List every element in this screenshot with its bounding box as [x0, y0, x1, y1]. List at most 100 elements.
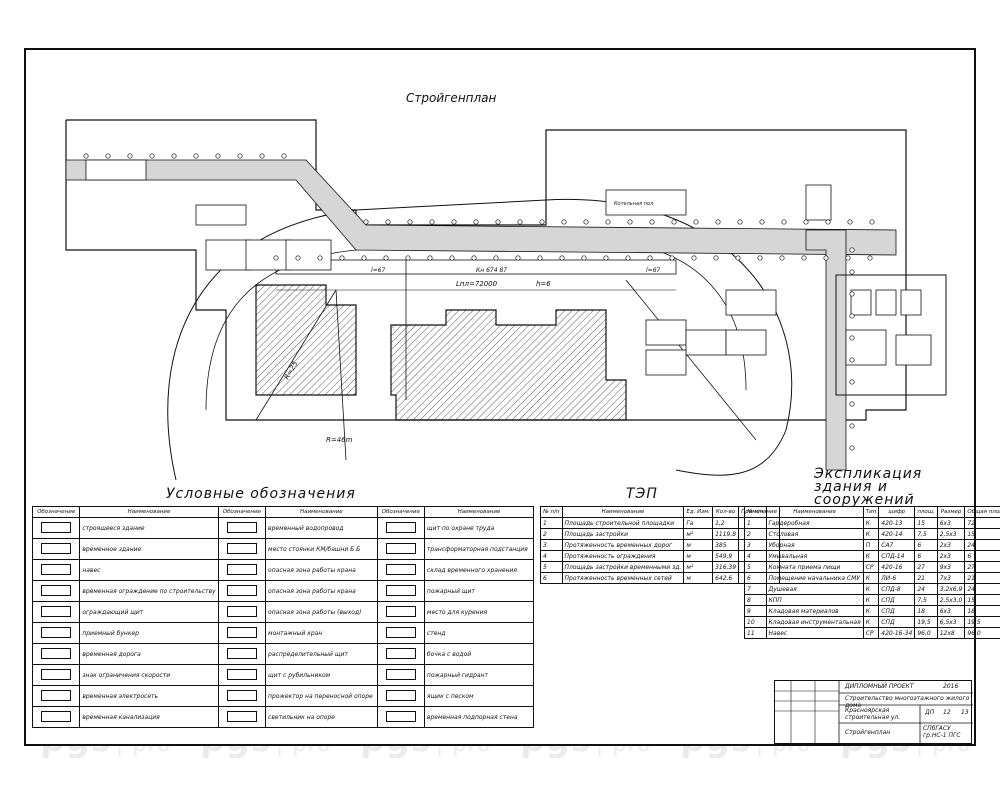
legend-label: ящик с песком — [423, 685, 535, 707]
legend-label: временная ограждение по строительству — [79, 580, 219, 602]
legend-symbol — [31, 622, 81, 644]
tep-cell: 642,6 — [712, 572, 740, 584]
drawing-title: Стройгенплан — [406, 91, 497, 105]
explication-cell: Душевая — [765, 583, 864, 595]
tep-cell: Га — [683, 517, 714, 529]
lamp-post-icon — [281, 153, 287, 159]
explication-cell: 6 — [914, 539, 938, 551]
tep-cell: 5 — [540, 561, 563, 573]
stamp-sheets: 13 — [961, 709, 969, 716]
lamp-post-icon — [581, 255, 587, 261]
explication-cell: 24 — [964, 583, 1000, 595]
legend-label: светильник на опоре — [265, 706, 378, 728]
lamp-post-icon — [625, 255, 631, 261]
lamp-post-icon — [427, 255, 433, 261]
legend-symbol — [31, 580, 81, 602]
lamp-post-icon — [647, 255, 653, 261]
tep-header: № п/п — [540, 506, 563, 518]
explication-cell: К — [862, 528, 880, 540]
tep-cell: 549,9 — [712, 550, 740, 562]
lamp-post-icon — [867, 255, 873, 261]
explication-cell: 420-16-34 — [878, 627, 916, 639]
legend-symbol-icon — [385, 584, 416, 596]
legend-symbol — [376, 538, 425, 560]
legend-symbol — [31, 601, 81, 623]
lamp-post-icon — [849, 269, 855, 275]
lamp-post-icon — [605, 219, 611, 225]
explication-cell: Умывальная — [765, 550, 864, 562]
legend-symbol — [217, 559, 267, 581]
lamp-post-icon — [627, 219, 633, 225]
explication-title: Экспликация здания и сооружений — [814, 466, 923, 508]
legend-symbol-icon — [41, 626, 72, 638]
lamp-post-icon — [559, 255, 565, 261]
explication-cell: К — [862, 550, 880, 562]
tep-cell: м — [683, 539, 714, 551]
lamp-post-icon — [849, 357, 855, 363]
legend-symbol — [376, 643, 425, 665]
explication-cell: 6,5х3 — [936, 616, 966, 628]
explication-cell: 96,0 — [914, 627, 938, 639]
legend-symbol — [217, 622, 267, 644]
legend-symbol — [217, 601, 267, 623]
lamp-post-icon — [193, 153, 199, 159]
explication-cell: К — [862, 572, 880, 584]
lamp-post-icon — [869, 219, 875, 225]
legend-symbol — [376, 559, 425, 581]
lamp-post-icon — [693, 219, 699, 225]
tep-cell: 316,39 — [712, 561, 740, 573]
explication-cell: К — [862, 605, 880, 617]
radius-b: R=46m — [326, 436, 353, 444]
legend-label: временная канализация — [79, 706, 219, 728]
tep-cell: Протяженность временных дорог — [561, 539, 685, 551]
explication-cell: 6 — [964, 550, 1000, 562]
lamp-post-icon — [737, 219, 743, 225]
crane-zone-ellipse — [167, 198, 793, 481]
legend-label: место стоянки КМ/башни Б Б — [265, 538, 378, 560]
legend-symbol-icon — [41, 668, 72, 680]
explication-header: Тип — [862, 506, 880, 518]
lamp-post-icon — [823, 255, 829, 261]
legend-label: опасная зона работы крана — [265, 559, 378, 581]
lamp-post-icon — [849, 423, 855, 429]
explication-cell: 15 — [914, 517, 938, 529]
explication-cell: 2х3 — [936, 550, 966, 562]
legend-label: ограждающий щит — [79, 601, 219, 623]
legend-label: временный водопровод — [265, 517, 378, 539]
lamp-post-icon — [713, 255, 719, 261]
lamp-post-icon — [781, 219, 787, 225]
tep-cell: Протяженность ограждения — [561, 550, 685, 562]
explication-subheader: шифр — [878, 506, 916, 518]
explication-header: № п/п — [744, 506, 767, 518]
lamp-post-icon — [473, 219, 479, 225]
legend-symbol — [31, 517, 81, 539]
explication-cell: 5 — [744, 561, 767, 573]
explication-cell: СР — [862, 627, 880, 639]
explication-cell: 420-13 — [878, 517, 916, 529]
lamp-post-icon — [849, 313, 855, 319]
legend-symbol-icon — [385, 668, 416, 680]
explication-cell: 96,0 — [964, 627, 1000, 639]
legend-symbol — [376, 580, 425, 602]
legend-symbol-icon — [385, 626, 416, 638]
legend-symbol — [31, 559, 81, 581]
stamp-stage: ДП — [925, 709, 935, 716]
lamp-post-icon — [515, 255, 521, 261]
tep-cell: 6 — [540, 572, 563, 584]
legend-label: временная дорога — [79, 643, 219, 665]
tep-cell: м² — [683, 561, 714, 573]
legend-label: пожарный щит — [423, 580, 535, 602]
lamp-post-icon — [215, 153, 221, 159]
legend-header: Обозначение — [31, 506, 81, 518]
stamp-year: 2016 — [943, 683, 959, 690]
building-under-construction-a — [255, 284, 357, 396]
explication-cell: Кладовая инструментальная — [765, 616, 864, 628]
legend-symbol-icon — [385, 521, 416, 533]
explication-cell: 6х3 — [936, 605, 966, 617]
explication-cell: 27 — [964, 561, 1000, 573]
